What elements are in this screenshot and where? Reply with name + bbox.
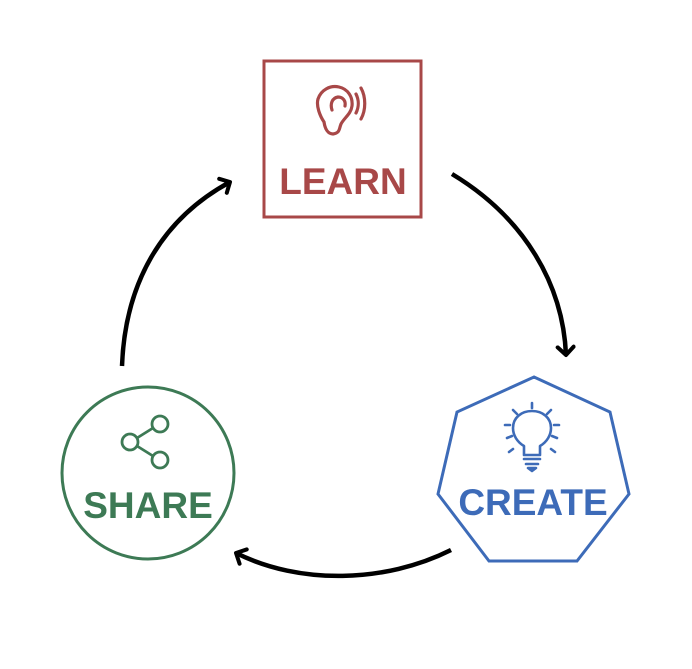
learn-node: LEARN <box>262 59 423 219</box>
create-label: CREATE <box>458 482 607 523</box>
share-label: SHARE <box>83 485 213 526</box>
share-circle <box>60 385 236 561</box>
arrow-learn-to-create <box>450 172 576 357</box>
learn-label: LEARN <box>279 161 406 202</box>
create-node: CREATE <box>436 375 631 563</box>
arrow-create-to-share <box>234 547 453 579</box>
arrow-share-to-learn <box>119 176 232 367</box>
ear-icon <box>315 84 367 136</box>
share-icon <box>120 414 170 470</box>
share-node: SHARE <box>60 385 236 561</box>
lightbulb-icon <box>503 401 561 473</box>
